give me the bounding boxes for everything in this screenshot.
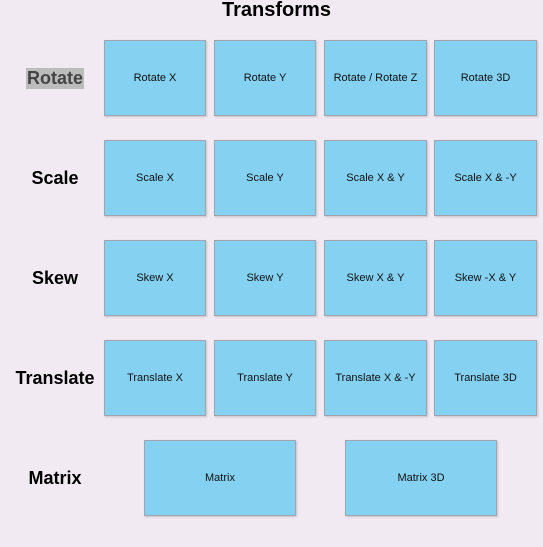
row-label-matrix: Matrix	[0, 440, 110, 516]
page-title: Transforms	[222, 0, 331, 21]
row-label-rotate: Rotate	[0, 40, 110, 116]
row-label-scale: Scale	[0, 140, 110, 216]
row-matrix: Matrix Matrix Matrix 3D	[0, 440, 543, 516]
row-label-text: Skew	[31, 267, 79, 288]
tile-rotate-3d[interactable]: Rotate 3D	[434, 40, 537, 116]
tile-scale-x[interactable]: Scale X	[104, 140, 206, 216]
tile-skew-y[interactable]: Skew Y	[214, 240, 316, 316]
row-label-text: Translate	[15, 367, 95, 388]
row-scale: Scale Scale X Scale Y Scale X & Y Scale …	[0, 140, 543, 216]
row-label-translate: Translate	[0, 340, 110, 416]
row-label-text: Rotate	[25, 67, 84, 89]
tile-scale-y[interactable]: Scale Y	[214, 140, 316, 216]
row-rotate: Rotate Rotate X Rotate Y Rotate / Rotate…	[0, 40, 543, 116]
tile-skew-x[interactable]: Skew X	[104, 240, 206, 316]
tile-matrix[interactable]: Matrix	[144, 440, 296, 516]
row-label-text: Matrix	[28, 467, 82, 488]
tile-scale-x-y[interactable]: Scale X & Y	[324, 140, 427, 216]
tile-skew-neg-x-y[interactable]: Skew -X & Y	[434, 240, 537, 316]
row-translate: Translate Translate X Translate Y Transl…	[0, 340, 543, 416]
tile-matrix-3d[interactable]: Matrix 3D	[345, 440, 497, 516]
row-label-text: Scale	[31, 167, 79, 188]
tile-rotate-x[interactable]: Rotate X	[104, 40, 206, 116]
tile-translate-3d[interactable]: Translate 3D	[434, 340, 537, 416]
tile-translate-x[interactable]: Translate X	[104, 340, 206, 416]
tile-rotate-z[interactable]: Rotate / Rotate Z	[324, 40, 427, 116]
tile-rotate-y[interactable]: Rotate Y	[214, 40, 316, 116]
tile-scale-x-neg-y[interactable]: Scale X & -Y	[434, 140, 537, 216]
tile-translate-y[interactable]: Translate Y	[214, 340, 316, 416]
row-skew: Skew Skew X Skew Y Skew X & Y Skew -X & …	[0, 240, 543, 316]
tile-skew-x-y[interactable]: Skew X & Y	[324, 240, 427, 316]
row-label-skew: Skew	[0, 240, 110, 316]
tile-translate-x-neg-y[interactable]: Translate X & -Y	[324, 340, 427, 416]
